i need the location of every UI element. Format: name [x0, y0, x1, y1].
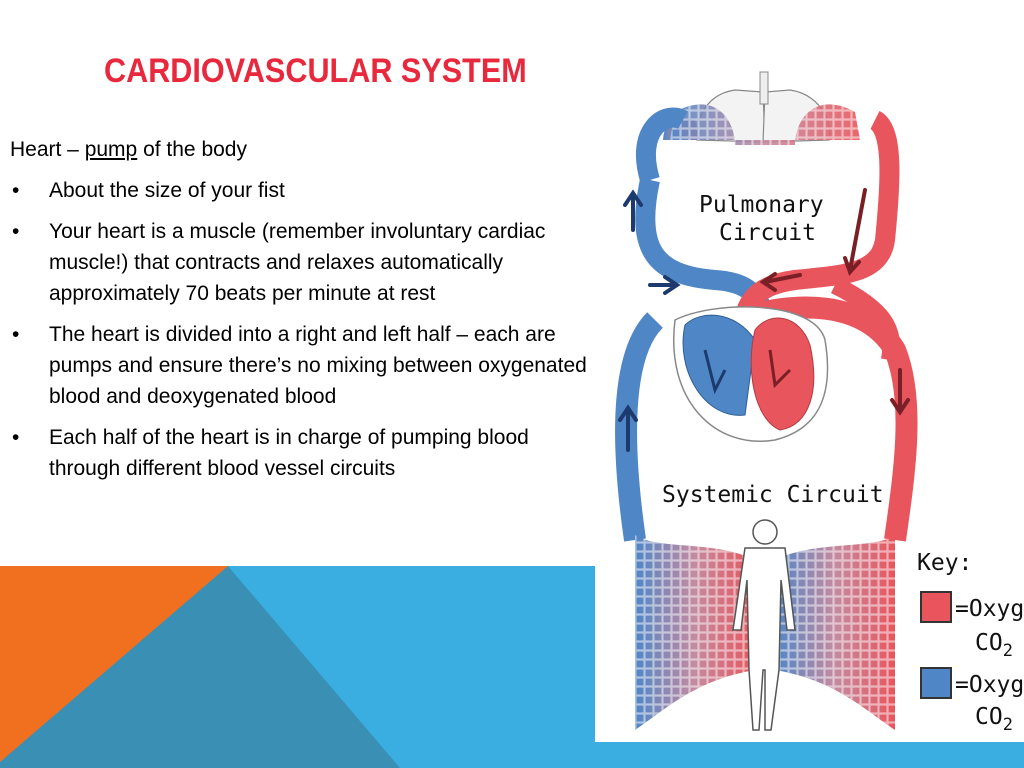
bullet-text: The heart is divided into a right and le… [49, 323, 587, 408]
key-co2-low-label: CO2 [975, 630, 1013, 661]
diagram-labels: Pulmonary Circuit Systemic Circuit [657, 180, 884, 510]
intro-line: Heart – pump of the body [10, 134, 590, 165]
bullet-dot: • [12, 323, 20, 346]
bullet-text: Each half of the heart is in charge of p… [49, 426, 529, 480]
intro-underlined-word: pump [84, 138, 138, 161]
intro-suffix: of the body [137, 138, 247, 161]
bullet-item: • The heart is divided into a right and l… [10, 319, 590, 412]
key-oxygen-rich-label: =Oxyg [955, 596, 1024, 622]
key-co2-high-label: CO2 [975, 704, 1013, 735]
key-oxygen-poor-label: =Oxyg [955, 672, 1024, 698]
bullet-list: • About the size of your fist • Your heart… [10, 175, 590, 484]
intro-prefix: Heart – [10, 138, 85, 161]
pulmonary-circuit-label-line2: Circuit [719, 220, 816, 246]
human-figure [732, 519, 796, 731]
bullet-item: • About the size of your fist [10, 175, 590, 206]
bullet-dot: • [12, 179, 20, 202]
bullet-item: • Each half of the heart is in charge of … [10, 422, 590, 484]
oxygen-rich-swatch [920, 591, 952, 623]
pulmonary-circuit-label: Pulmonary [699, 192, 824, 218]
bullet-text: About the size of your fist [49, 179, 285, 202]
circulation-diagram: Pulmonary Circuit Systemic Circuit Key: … [595, 70, 1024, 742]
systemic-circuit-label: Systemic Circuit [662, 482, 884, 508]
slide-body: Heart – pump of the body • About the size… [10, 134, 590, 494]
bullet-dot: • [12, 220, 20, 243]
bullet-text: Your heart is a muscle (remember involun… [49, 220, 546, 305]
legend-key: Key: =Oxyg CO2 =Oxyg CO2 [917, 550, 1024, 735]
slide-title: CARDIOVASCULAR SYSTEM [104, 52, 527, 90]
oxygen-poor-swatch [920, 667, 952, 699]
bullet-dot: • [12, 426, 20, 449]
flow-arrows [618, 188, 910, 452]
key-title: Key: [917, 550, 972, 576]
bullet-item: • Your heart is a muscle (remember involu… [10, 216, 590, 309]
heart [673, 306, 829, 442]
